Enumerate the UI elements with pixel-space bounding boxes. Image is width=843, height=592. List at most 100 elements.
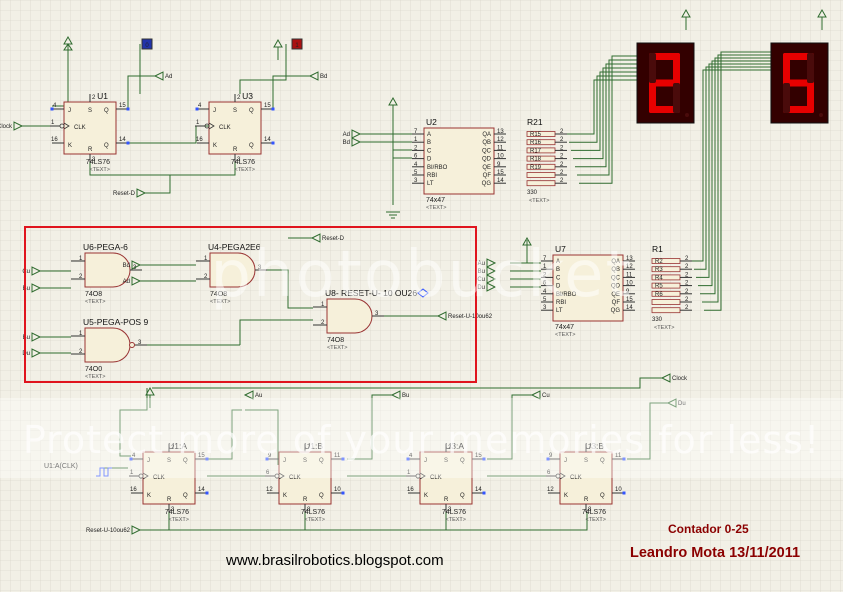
pin-number-s: 2	[448, 445, 452, 451]
pin-number-r: 8	[307, 507, 311, 513]
pin-label: QB	[611, 267, 620, 273]
pin-number-j: 9	[268, 453, 272, 459]
pin-letter-s: S	[584, 458, 588, 464]
net-label-du-in: Du	[22, 348, 42, 358]
pin-letter-q: Q	[600, 458, 605, 464]
net-arrow	[666, 398, 677, 408]
pin-label: A	[427, 132, 431, 138]
pin-number: 4	[414, 162, 418, 168]
segment-pin: 2	[685, 264, 689, 270]
pin-letter-clk: CLK	[153, 475, 165, 481]
pin-number-j: 4	[132, 453, 136, 459]
bus-units	[694, 66, 771, 270]
pin-number-clk: 1	[407, 470, 411, 476]
resistor-label: R4	[655, 275, 663, 281]
pin-label: BI/RBO	[427, 165, 448, 171]
gate-text: <TEXT>	[85, 374, 105, 380]
bus-units	[702, 54, 771, 303]
gate-type: 74O8	[210, 291, 227, 298]
bus-tens	[573, 67, 637, 160]
bus-units	[700, 57, 771, 295]
pin-number-q: 11	[334, 453, 341, 459]
net-arrow	[131, 276, 142, 286]
bus-units	[696, 63, 771, 278]
pin-letter-nq: Q	[600, 493, 605, 499]
pin-number: 6	[414, 154, 418, 160]
gate-type: 74O8	[327, 337, 344, 344]
pin-number-nq: 10	[334, 487, 341, 493]
pin-number-nq: 14	[198, 487, 205, 493]
bus-tens	[575, 63, 637, 168]
pin-number: 14	[626, 305, 633, 311]
pin-label: QF	[483, 173, 492, 179]
chip-body	[552, 254, 624, 322]
chip-text: <TEXT>	[305, 517, 325, 523]
pin-number-q: 15	[475, 453, 482, 459]
au-tap	[207, 409, 242, 460]
net-arrow	[486, 266, 497, 276]
pin-letter-clk: CLK	[289, 475, 301, 481]
chip-type: 74LS76	[301, 509, 325, 516]
pin-dot	[205, 491, 209, 495]
pin-number-k: 16	[130, 487, 137, 493]
pin-letter-q: Q	[183, 458, 188, 464]
array-value: 330	[527, 190, 538, 196]
display-units	[770, 42, 829, 124]
pin-dot	[271, 107, 275, 111]
net-arrow	[436, 311, 447, 321]
array-value: 330	[652, 317, 663, 323]
pin-letter-j: J	[564, 458, 567, 464]
net-label-du-out: Du	[666, 398, 686, 408]
net-text: Cu	[22, 269, 30, 275]
chip-text: <TEXT>	[586, 517, 606, 523]
pin-number-j: 9	[549, 453, 553, 459]
net-label-cu: Cu	[530, 390, 550, 400]
pin-letter-k: K	[68, 143, 72, 149]
circuit-title: Contador 0-25	[668, 522, 749, 536]
u4-inputs	[140, 264, 196, 282]
chip-type: 74LS76	[165, 509, 189, 516]
chip-body	[63, 101, 117, 155]
segment-pin: 2	[685, 289, 689, 295]
net-label-u7-bu: Bu	[478, 266, 497, 276]
chip-name: U3:A	[445, 441, 464, 451]
pin-number: 4	[543, 289, 547, 295]
blog-url[interactable]: www.brasilrobotics.blogspot.com	[226, 552, 444, 569]
component-layer: U174LS76<TEXT>JCLKKQQSR4116151423U374LS7…	[0, 8, 829, 535]
cu-tap	[487, 394, 532, 460]
pin-number: 2	[321, 320, 325, 326]
pin-letter-nq: Q	[319, 493, 324, 499]
pin-number-j: 4	[53, 103, 57, 109]
chip-body	[208, 101, 262, 155]
pin-number-k: 12	[547, 487, 554, 493]
gate-name: U8- RESET-U- 10 OU26	[325, 288, 417, 298]
nand-body	[84, 327, 131, 363]
net-label-bu-in2: Bu	[23, 332, 42, 342]
bus-tens	[577, 59, 637, 176]
net-arrow	[13, 121, 24, 131]
net-text: Au	[255, 393, 262, 399]
clock-triangle	[208, 122, 215, 130]
net-arrow	[31, 348, 42, 358]
chip-text: <TEXT>	[555, 332, 575, 338]
pin-number: 9	[626, 289, 630, 295]
pin-number-r: 3	[171, 507, 175, 513]
segment-e	[649, 83, 656, 113]
pin-number: 3	[543, 305, 547, 311]
net-label-bu-in: Bu	[23, 283, 42, 293]
net-arrow	[308, 71, 319, 81]
chip-name: U3	[242, 91, 253, 101]
pin-dot	[271, 141, 275, 145]
chip-text: <TEXT>	[426, 205, 446, 211]
net-text: Reset-U-10ou62	[448, 314, 493, 320]
pin-number-s: 2	[237, 95, 241, 101]
segment-c	[673, 83, 680, 113]
chip-name: U2	[426, 117, 437, 127]
net-label-u2-bd: Bd	[343, 137, 362, 147]
pin-number-clk: 6	[547, 470, 551, 476]
